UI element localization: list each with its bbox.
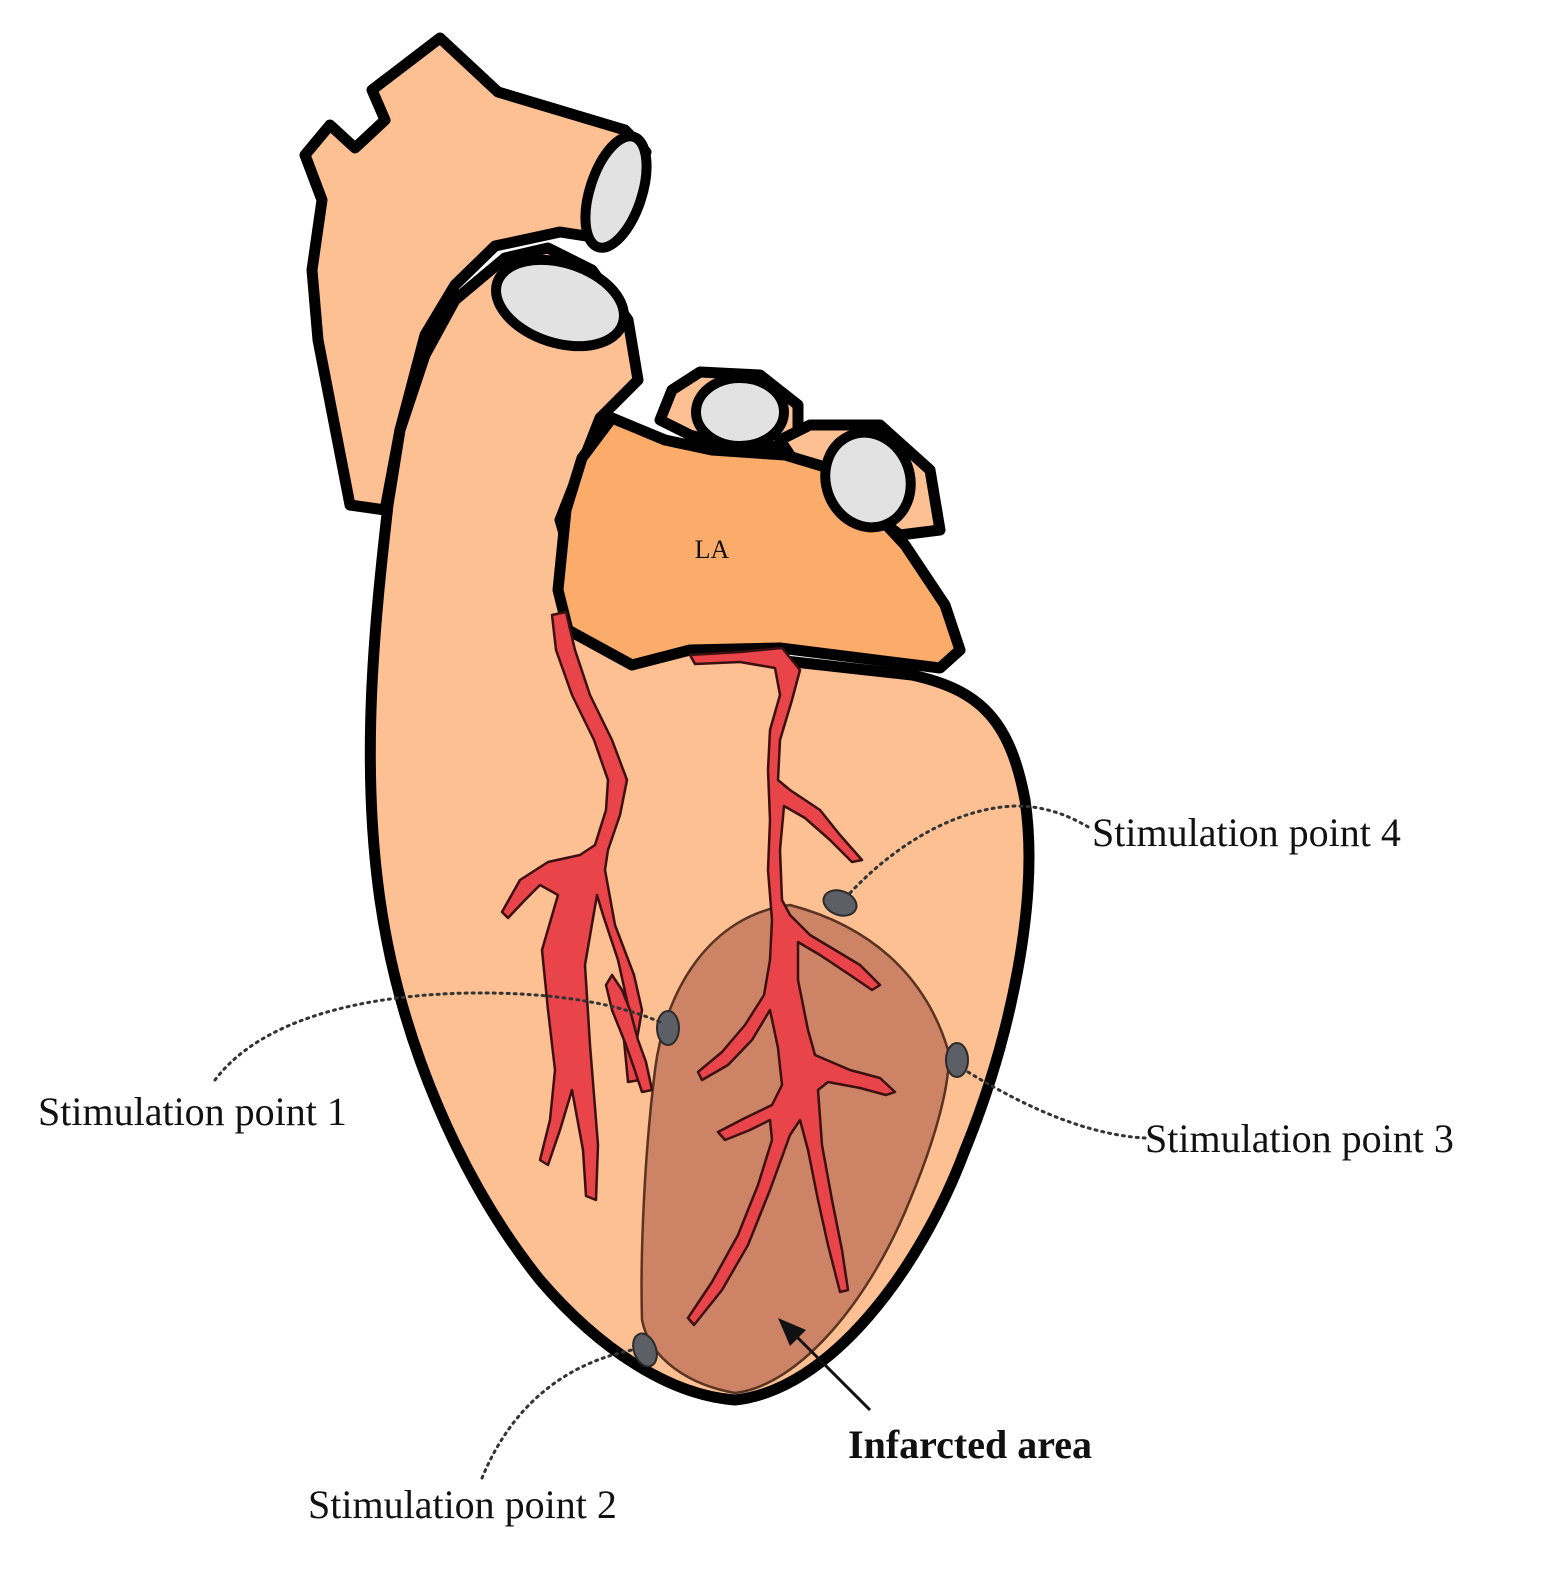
pulmonary-opening [491, 254, 629, 352]
label-stimulation-point-1: Stimulation point 1 [38, 1089, 347, 1134]
infarct-arrow-shaft [788, 1328, 872, 1412]
coronary-branch-left [500, 610, 644, 1202]
left-atrium [552, 412, 966, 674]
aorta [299, 32, 652, 516]
electrode-stimulation-point-3 [945, 1042, 969, 1078]
leader-stimulation-point-2 [480, 1348, 634, 1480]
electrode-stimulation-point-1 [656, 1010, 680, 1046]
label-infarcted-area: Infarcted area [848, 1422, 1092, 1467]
aorta-opening [580, 131, 652, 253]
leader-stimulation-point-1 [213, 991, 662, 1082]
label-stimulation-point-3: Stimulation point 3 [1145, 1116, 1454, 1161]
pulmonary-vein-opening-2 [820, 427, 916, 533]
electrode-stimulation-point-2 [632, 1332, 658, 1368]
leader-stimulation-point-3 [966, 1070, 1147, 1140]
infarct-arrow-head [778, 1318, 806, 1346]
electrode-stimulation-point-4 [822, 889, 858, 917]
coronary-branch-central [686, 646, 897, 1327]
pulmonary-vein-opening-1 [691, 373, 789, 451]
label-stimulation-point-2: Stimulation point 2 [308, 1482, 617, 1527]
label-stimulation-point-4: Stimulation point 4 [1092, 810, 1401, 855]
leader-stimulation-point-4 [848, 804, 1092, 895]
label-la: LA [695, 535, 730, 564]
